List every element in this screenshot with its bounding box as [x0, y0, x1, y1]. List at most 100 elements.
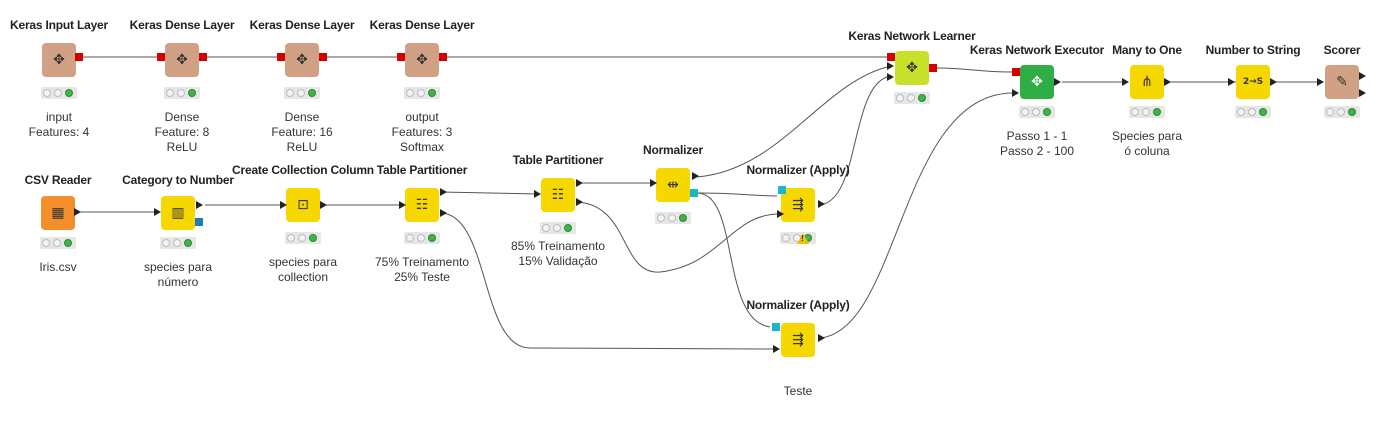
output-port[interactable] [1359, 89, 1366, 97]
status-indicator [404, 87, 440, 99]
output-port[interactable] [929, 64, 937, 72]
input-port[interactable] [887, 62, 894, 70]
category-icon: ▥ [171, 205, 185, 221]
output-port[interactable] [1164, 78, 1171, 86]
input-port[interactable] [773, 345, 780, 353]
output-port[interactable] [199, 53, 207, 61]
partition-icon: ☷ [415, 197, 429, 213]
input-port[interactable] [1012, 89, 1019, 97]
node-body[interactable]: ✎ [1325, 65, 1359, 99]
network-icon: ✥ [906, 60, 918, 76]
node-body[interactable]: ⇹ [656, 168, 690, 202]
output-port[interactable] [195, 218, 203, 226]
node-body[interactable]: ✥ [165, 43, 199, 77]
node-label: Teste [783, 384, 813, 398]
output-port[interactable] [440, 188, 447, 196]
node-scorer[interactable]: Scorer ✎ [1267, 43, 1382, 173]
node-title: Table Partitioner [512, 153, 604, 167]
output-port[interactable] [818, 200, 825, 208]
node-body[interactable]: ⇶ [781, 188, 815, 222]
node-title: Number to String [1205, 43, 1301, 57]
input-port[interactable] [772, 323, 780, 331]
node-body[interactable]: ✥ [285, 43, 319, 77]
input-port[interactable] [280, 201, 287, 209]
input-port[interactable] [1228, 78, 1235, 86]
output-port[interactable] [1359, 72, 1366, 80]
output-port[interactable] [576, 198, 583, 206]
input-port[interactable] [777, 210, 784, 218]
output-port[interactable] [196, 201, 203, 209]
input-port[interactable] [157, 53, 165, 61]
status-indicator [164, 87, 200, 99]
output-port[interactable] [1054, 78, 1061, 86]
input-port[interactable] [778, 186, 786, 194]
connection-layer [78, 56, 1320, 350]
node-body[interactable]: ☷ [405, 188, 439, 222]
output-port[interactable] [692, 172, 699, 180]
input-port[interactable] [1317, 78, 1324, 86]
node-normalizer-apply-2[interactable]: Normalizer (Apply) ⇶ Teste [723, 298, 873, 428]
input-port[interactable] [154, 208, 161, 216]
input-port[interactable] [534, 190, 541, 198]
output-port[interactable] [818, 334, 825, 342]
status-indicator [41, 87, 77, 99]
status-indicator [40, 237, 76, 249]
input-port[interactable] [1012, 68, 1020, 76]
node-keras-network-learner[interactable]: Keras Network Learner ✥ [837, 29, 987, 159]
output-port[interactable] [319, 53, 327, 61]
status-indicator [894, 92, 930, 104]
scorer-icon: ✎ [1336, 74, 1348, 90]
node-normalizer[interactable]: Normalizer ⇹ [598, 143, 748, 273]
node-title: Keras Dense Layer [129, 18, 235, 32]
output-port[interactable] [439, 53, 447, 61]
node-body[interactable]: ▥ [161, 196, 195, 230]
output-port[interactable] [320, 201, 327, 209]
node-body[interactable]: ⋔ [1130, 65, 1164, 99]
network-icon: ✥ [176, 52, 188, 68]
input-port[interactable] [399, 201, 406, 209]
node-body[interactable]: ✥ [895, 51, 929, 85]
input-port[interactable] [650, 179, 657, 187]
node-body[interactable]: ☷ [541, 178, 575, 212]
node-title: Table Partitioner [376, 163, 468, 177]
output-port[interactable] [576, 179, 583, 187]
status-indicator [1235, 106, 1271, 118]
input-port[interactable] [277, 53, 285, 61]
node-body[interactable]: ✥ [405, 43, 439, 77]
node-body[interactable]: ⇶ [781, 323, 815, 357]
status-indicator [655, 212, 691, 224]
node-body[interactable]: ▦ [41, 196, 75, 230]
output-port[interactable] [74, 208, 81, 216]
input-port[interactable] [397, 53, 405, 61]
node-csv-reader[interactable]: CSV Reader ▦ Iris.csv [0, 173, 133, 303]
input-port[interactable] [887, 73, 894, 81]
node-title: Keras Dense Layer [249, 18, 355, 32]
input-port[interactable] [887, 53, 895, 61]
output-port[interactable] [1270, 78, 1277, 86]
node-body[interactable]: ✥ [1020, 65, 1054, 99]
node-body[interactable]: 2→S [1236, 65, 1270, 99]
node-normalizer-apply-1[interactable]: Normalizer (Apply) ⇶ [723, 163, 873, 293]
node-body[interactable]: ✥ [42, 43, 76, 77]
input-port[interactable] [1122, 78, 1129, 86]
wire [439, 191, 538, 195]
node-body[interactable]: ⊡ [286, 188, 320, 222]
output-port[interactable] [440, 209, 447, 217]
node-number-to-string[interactable]: Number to String 2→S [1178, 43, 1328, 173]
output-port[interactable] [75, 53, 83, 61]
output-port[interactable] [690, 189, 698, 197]
